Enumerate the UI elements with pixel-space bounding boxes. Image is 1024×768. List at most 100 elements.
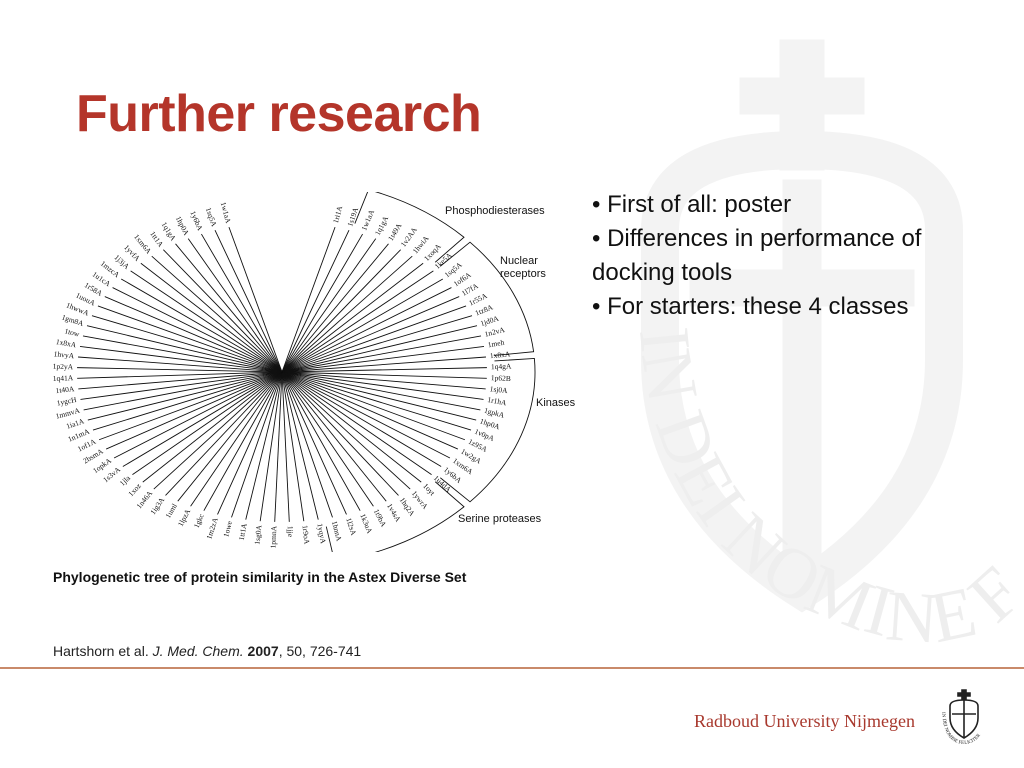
tree-branch bbox=[177, 371, 283, 502]
tree-branch bbox=[281, 345, 485, 373]
tree-leaf-label: 1t40A bbox=[55, 384, 75, 395]
tree-leaf-label: 1jje bbox=[286, 526, 295, 538]
tree-leaf-label: 1ri1A bbox=[331, 204, 344, 224]
tree-branch bbox=[228, 226, 283, 373]
tree-leaf-label: 1n2vA bbox=[484, 325, 507, 339]
tree-branch bbox=[281, 305, 467, 373]
tree-leaf-label: 1gkc bbox=[192, 512, 206, 530]
tree-branch bbox=[79, 345, 283, 373]
tree-branch bbox=[132, 371, 283, 475]
citation-journal: J. Med. Chem. bbox=[152, 643, 244, 659]
tree-leaf-label: 1oyt bbox=[421, 481, 437, 498]
footer-divider bbox=[0, 667, 1024, 669]
tree-branch bbox=[281, 356, 487, 373]
bullet-item: Differences in performance of docking to… bbox=[592, 222, 992, 290]
tree-branch bbox=[187, 238, 283, 373]
tree-branch bbox=[281, 371, 399, 496]
tree-branch bbox=[281, 371, 411, 490]
tree-branch bbox=[112, 287, 283, 373]
tree-branch bbox=[83, 371, 283, 411]
tree-branch bbox=[281, 371, 432, 475]
tree-branch bbox=[142, 371, 283, 483]
tree-branch bbox=[217, 371, 283, 515]
tree-leaf-label: 1hvyA bbox=[53, 349, 75, 360]
tree-branch bbox=[86, 325, 283, 373]
slide-title: Further research bbox=[76, 85, 482, 143]
tree-branch bbox=[281, 371, 486, 390]
tree-leaf-label: 1owe bbox=[221, 519, 234, 538]
tree-leaf-label: 1yqyA bbox=[315, 523, 328, 545]
tree-branch bbox=[281, 371, 451, 459]
tree-leaf-label: 1tt1A bbox=[237, 522, 249, 541]
tree-branch bbox=[281, 249, 401, 373]
tree-leaf-label: 1p2yA bbox=[53, 362, 74, 372]
tree-branch bbox=[281, 296, 460, 373]
tree-branch bbox=[281, 371, 442, 467]
tree-leaf-label: 1lpzA bbox=[176, 507, 192, 528]
tree-branch bbox=[163, 249, 283, 373]
tree-branch bbox=[281, 371, 422, 483]
citation: Hartshorn et al. J. Med. Chem. 2007, 50,… bbox=[53, 643, 361, 659]
citation-year: 2007 bbox=[247, 643, 279, 659]
tree-branch bbox=[274, 371, 283, 522]
tree-branch bbox=[122, 371, 283, 467]
tree-leaf-label: 1ygcH bbox=[56, 395, 78, 408]
tree-leaf-label: 1r9oA bbox=[300, 525, 311, 546]
tree-branch bbox=[281, 371, 472, 431]
tree-branch bbox=[92, 371, 283, 431]
tree-leaf-label: 1q4gA bbox=[491, 362, 512, 372]
tree-leaf-label: 1t9bA bbox=[372, 507, 389, 528]
tree-marker-label: 1mmvA bbox=[58, 531, 62, 534]
tree-branch bbox=[281, 230, 350, 373]
bullet-list: First of all: poster Differences in perf… bbox=[592, 188, 992, 324]
tree-leaf-label: 1sj0A bbox=[489, 384, 508, 395]
tree-branch bbox=[105, 371, 283, 450]
tree-branch bbox=[203, 371, 283, 511]
tree-branch bbox=[281, 371, 347, 515]
tree-branch bbox=[281, 278, 444, 373]
tree-branch bbox=[281, 315, 473, 373]
tree-leaf-label: 1r1hA bbox=[487, 395, 508, 407]
tree-branch bbox=[281, 371, 333, 518]
group-label: receptors bbox=[500, 268, 546, 280]
bullet-item: First of all: poster bbox=[592, 188, 992, 222]
tree-leaf-label: 1k3uA bbox=[358, 512, 374, 535]
tree-branch bbox=[281, 270, 434, 373]
tree-branch bbox=[281, 287, 452, 373]
tree-leaf-label: 1tow bbox=[64, 326, 81, 338]
tree-branch bbox=[281, 233, 363, 373]
tree-branch bbox=[281, 238, 377, 373]
tree-leaf-label: 1x8xA bbox=[55, 337, 77, 349]
tree-branch bbox=[165, 371, 283, 496]
tree-branch bbox=[82, 335, 283, 373]
tree-branch bbox=[91, 315, 283, 373]
tree-leaf-label: 1y6bA bbox=[188, 210, 205, 233]
group-label: Phosphodiesterases bbox=[445, 205, 545, 217]
tree-branch bbox=[281, 255, 413, 373]
tree-leaf-label: 1pmnA bbox=[269, 525, 279, 548]
tree-branch bbox=[281, 325, 478, 373]
tree-leaf-label: 1q41A bbox=[53, 373, 74, 383]
tree-branch bbox=[281, 371, 374, 507]
tree-branch bbox=[151, 255, 283, 373]
tree-branch bbox=[281, 371, 361, 511]
tree-branch bbox=[140, 262, 283, 373]
group-bracket bbox=[440, 241, 535, 356]
group-label: Kinases bbox=[536, 397, 576, 409]
tree-branch bbox=[97, 305, 283, 373]
university-name: Radboud University Nijmegen bbox=[694, 711, 915, 731]
tree-branch bbox=[281, 371, 387, 502]
tree-branch bbox=[190, 371, 283, 507]
citation-details: , 50, 726-741 bbox=[278, 643, 362, 659]
tree-branch bbox=[281, 371, 484, 400]
tree-branch bbox=[231, 371, 283, 518]
group-bracket bbox=[440, 357, 536, 503]
group-label: Nuclear bbox=[500, 255, 538, 267]
tree-marker-label: 1oyt bbox=[58, 522, 61, 525]
tree-branch bbox=[281, 243, 389, 373]
tree-branch bbox=[120, 278, 283, 373]
tree-branch bbox=[175, 243, 283, 373]
group-bracket bbox=[354, 192, 465, 263]
tree-leaf-label: 1l2sA bbox=[344, 517, 358, 537]
